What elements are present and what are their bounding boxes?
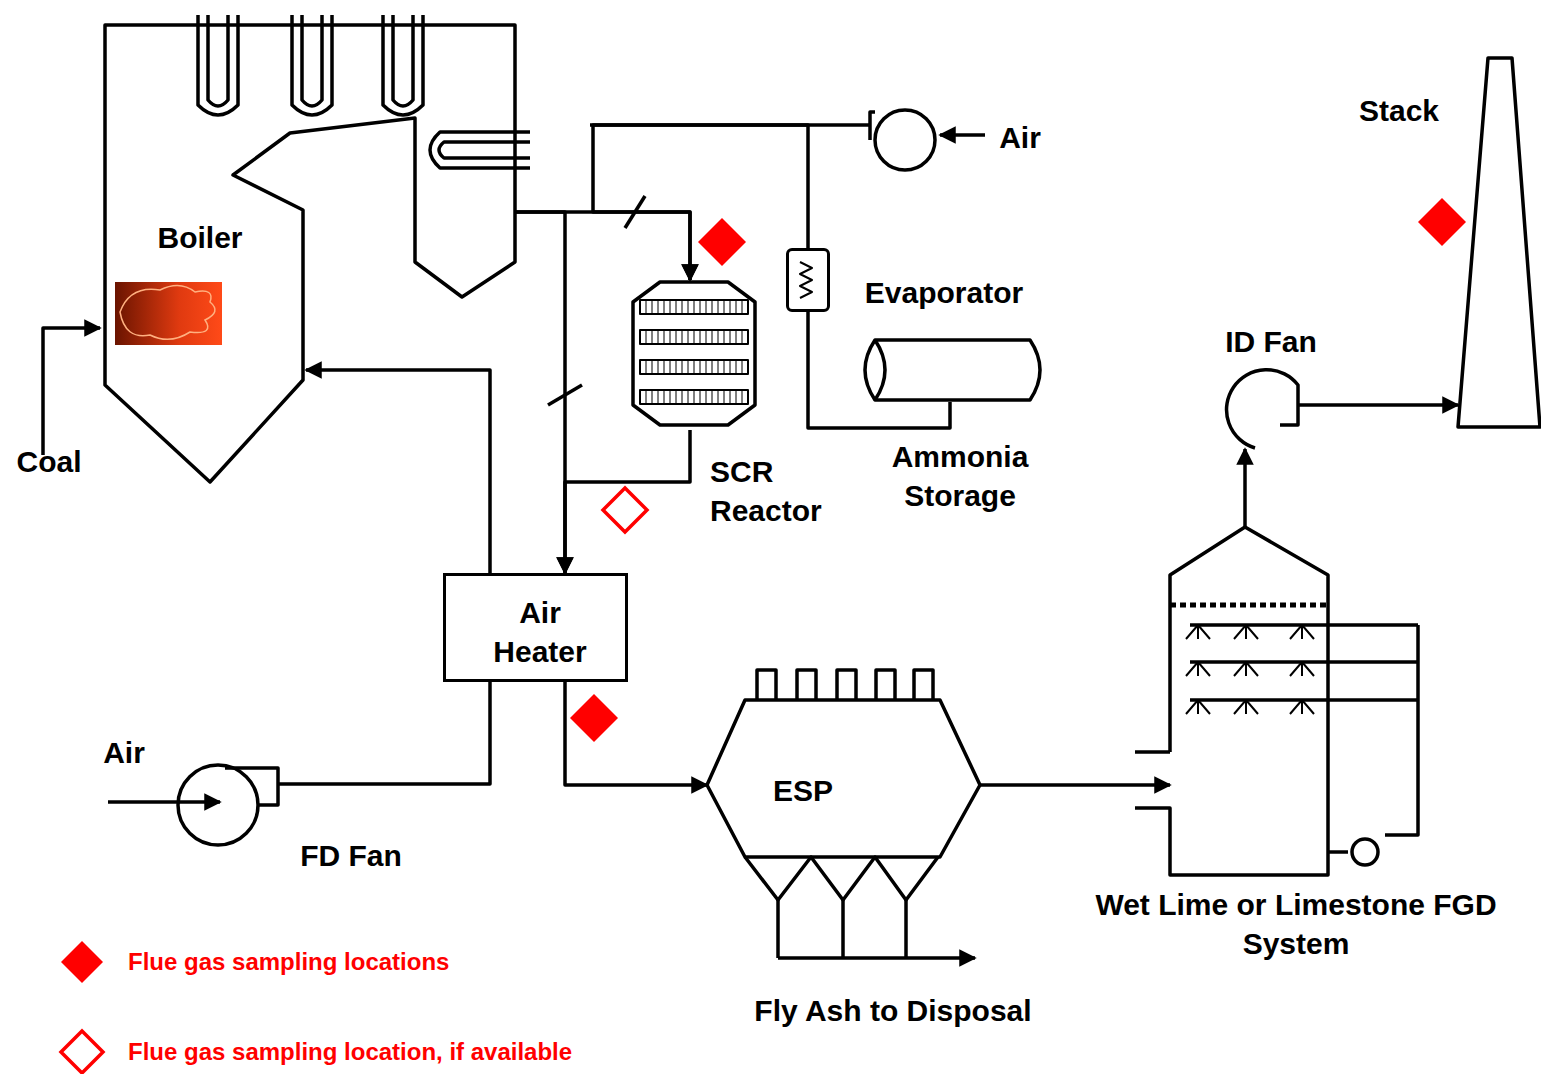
node-label: Air Heater: [480, 593, 600, 671]
outlet-label: Fly Ash to Disposal: [754, 994, 1031, 1028]
flame-tongue: [120, 285, 215, 339]
node-label: Evaporator: [865, 273, 1023, 312]
flow-line: [515, 212, 565, 573]
flow-line: [565, 430, 690, 573]
node-label: SCR Reactor: [710, 452, 850, 530]
inlet-label: Air: [999, 121, 1041, 155]
esp: ESP: [707, 700, 980, 857]
stack-outline: [1458, 58, 1540, 427]
superheater-tubes: [198, 15, 530, 168]
node-label: Wet Lime or Limestone FGD System: [1081, 885, 1511, 963]
catalyst-layers: [640, 300, 748, 404]
stack: Stack: [1458, 58, 1540, 427]
node-label: ESP: [773, 771, 833, 810]
boiler: Boiler: [105, 25, 515, 482]
scr-reactor-shell: [633, 282, 755, 425]
legend-entry: Flue gas sampling locations: [58, 938, 449, 986]
flow-line: [808, 312, 950, 428]
flow-line: [593, 125, 808, 280]
tank-seam: [875, 340, 885, 400]
legend-entry: Flue gas sampling location, if available: [58, 1028, 572, 1074]
evaporator: Evaporator: [786, 248, 830, 312]
air-blower: [590, 110, 985, 170]
legend-text: Flue gas sampling location, if available: [128, 1038, 572, 1066]
node-label: ID Fan: [1225, 322, 1317, 361]
flow-line: [565, 682, 707, 785]
flow-line: [515, 212, 690, 280]
evaporator-coil: [800, 262, 812, 298]
burner-flame: [115, 282, 222, 345]
fd-fan-body: [108, 765, 278, 845]
legend-text: Flue gas sampling locations: [128, 948, 449, 976]
id-fan: ID Fan: [1213, 385, 1298, 449]
node-label: FD Fan: [300, 836, 402, 875]
node-label: Boiler: [157, 218, 242, 257]
ammonia-tank: [865, 340, 1040, 400]
fgd-tower: [1135, 527, 1418, 875]
fgd-absorber: Wet Lime or Limestone FGD System: [1170, 527, 1328, 875]
flow-line: [1298, 403, 1458, 407]
id-fan-body: [1227, 370, 1298, 448]
inlet-label: Coal: [16, 445, 81, 479]
sampling-markers: [570, 198, 1466, 742]
flow-line: [278, 682, 490, 784]
flow-line: [1243, 449, 1247, 527]
legend-swatch: [58, 938, 106, 986]
boiler-outline: [105, 25, 515, 482]
flow-line: [980, 783, 1170, 787]
inlet-label: Air: [103, 736, 145, 770]
ammonia-storage-tank: Ammonia Storage: [855, 338, 1049, 402]
fd-fan: FD Fan: [178, 763, 278, 847]
node-label: Ammonia Storage: [873, 437, 1048, 515]
air-heater: Air Heater: [443, 573, 628, 682]
coal-feed-line: [43, 328, 100, 455]
scr-reactor: SCR Reactor: [633, 280, 755, 430]
flow-line: [306, 370, 490, 573]
esp-body: [707, 670, 980, 958]
legend-swatch: [58, 1028, 106, 1074]
node-label: Stack: [1359, 91, 1439, 130]
